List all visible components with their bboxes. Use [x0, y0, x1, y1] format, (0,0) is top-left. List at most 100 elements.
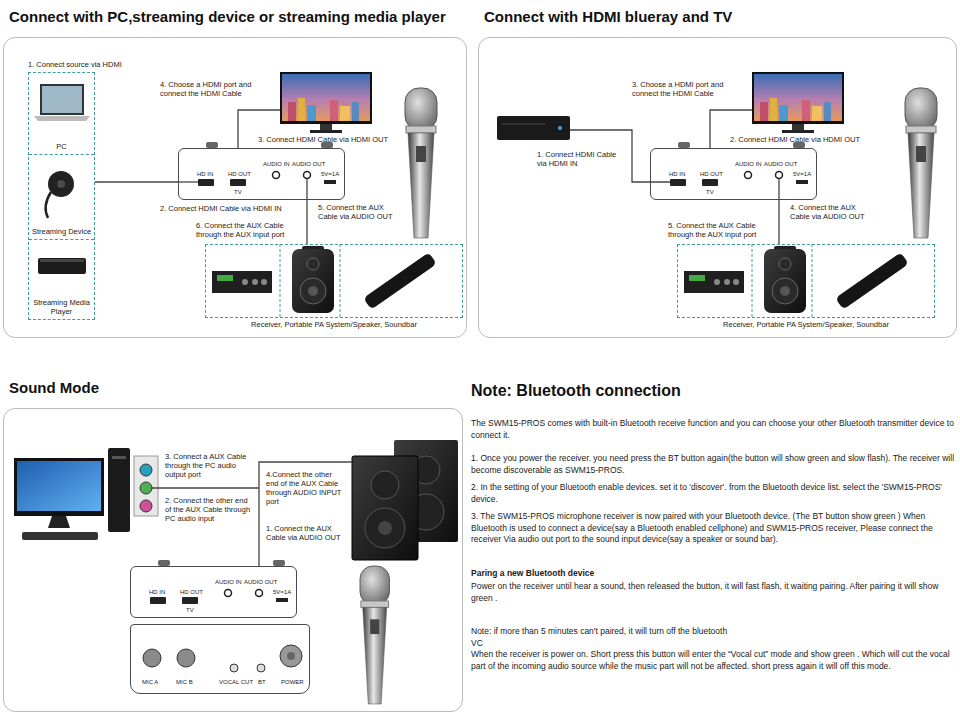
- audio-jacks: [134, 456, 158, 516]
- callout-text: 2. Connect the other end of the AUX Cabl…: [165, 496, 253, 523]
- pc-illustration: [22, 532, 98, 540]
- source-cell: PC: [29, 73, 94, 155]
- receiver-front-controls: [177, 649, 195, 667]
- speaker-illustration: [371, 471, 399, 499]
- output-devices: [212, 244, 437, 318]
- source-devices: [46, 192, 51, 218]
- note-text: Paring a new Bluetooth device: [471, 568, 955, 580]
- panel-heading: Connect with PC,streaming device or stre…: [9, 8, 446, 25]
- receiver-front-controls: [143, 645, 302, 672]
- source-cell: Streaming Device: [29, 155, 94, 240]
- source-group: 1. Connect source via HDMIPCStreaming De…: [28, 72, 95, 320]
- note-text: 1. Once you power the receiver. you need…: [471, 453, 955, 476]
- source-devices: [42, 86, 82, 113]
- output-group: Receiver, Portable PA System/Speaker, So…: [205, 244, 463, 318]
- pc-illustration: [17, 461, 101, 511]
- note-text: Note: if more than 5 minutes can't paire…: [471, 626, 955, 638]
- callout-text: 3. Choose a HDMI port and connect the HD…: [632, 80, 742, 98]
- note-column: The SWM15-PROS comes with built-in Bluet…: [471, 408, 955, 672]
- port-label: AUDIO IN: [735, 161, 762, 168]
- output-group: Receiver, Portable PA System/Speaker, So…: [677, 244, 935, 318]
- cable-connector: [778, 200, 779, 244]
- receiver-front-controls: [287, 652, 295, 660]
- port-label: BT: [258, 679, 266, 686]
- aux-wire: [778, 179, 779, 201]
- receiver-box: HD INHD OUTTVAUDIO INAUDIO OUT5V=1A: [130, 566, 297, 618]
- speaker-illustration: [352, 456, 418, 560]
- callout-text: 5. Connect the AUX Cable through the AUX…: [668, 221, 772, 239]
- callout-text: 2. Connect HDMI Cable via HDMI OUT: [730, 135, 860, 144]
- port-label: 5V=1A: [321, 171, 339, 178]
- node-label: 1. Connect source via HDMI: [28, 60, 122, 69]
- node-label: Receiver, Portable PA System/Speaker, So…: [678, 320, 934, 329]
- note-text: VC: [471, 638, 955, 650]
- node-label: Streaming Media Player: [29, 298, 94, 316]
- port-label: POWER: [281, 679, 304, 686]
- source-devices: [38, 258, 86, 274]
- callout-text: 1. Connect HDMI Cable via HDMI IN: [537, 150, 623, 168]
- receiver-box: HD IN HD OUT TV AUDIO INAUDIO OUT 5V=1A: [650, 148, 817, 200]
- bluray-player: [497, 116, 570, 140]
- receiver-front: MIC A MIC B VOCAL CUT BT POWER: [130, 624, 310, 694]
- panel-heading: Connect with HDMI blueray and TV: [484, 8, 732, 25]
- port-label: MIC B: [176, 679, 193, 686]
- port-label: 5V=1A: [273, 589, 291, 596]
- tv-illustration: [752, 72, 844, 133]
- port-label: HD OUT: [180, 589, 203, 596]
- port-label: AUDIO IN: [215, 579, 242, 586]
- pc-illustration: [14, 458, 104, 516]
- bluray-player: [502, 124, 545, 125]
- output-devices: [684, 244, 909, 318]
- port-label: TV: [234, 189, 242, 196]
- bluray-player: [497, 116, 570, 140]
- port-label: TV: [706, 189, 714, 196]
- port-label: MIC A: [142, 679, 158, 686]
- speaker-illustration: [352, 440, 458, 560]
- pc-illustration: [112, 456, 126, 459]
- callout-text: 4. Connect the AUX Cable via AUDIO OUT: [790, 203, 872, 221]
- node-label: PC: [29, 142, 94, 151]
- bluray-player: [558, 126, 562, 130]
- cable-connector: [306, 200, 307, 244]
- audio-jacks: [134, 456, 158, 516]
- port-label: HD OUT: [228, 171, 251, 178]
- port-label: AUDIO IN: [263, 161, 290, 168]
- note-text: 3. The SWM15-PROS microphone receiver is…: [471, 511, 955, 546]
- note-text: 2. In the setting of your Bluetooth enab…: [471, 482, 955, 505]
- port-label: HD IN: [669, 171, 685, 178]
- source-devices: [48, 171, 74, 197]
- port-label: 5V=1A: [793, 171, 811, 178]
- callout-text: 4.Connect the other end of the AUX Cable…: [266, 470, 346, 506]
- microphone-illustration: [360, 566, 389, 704]
- receiver-front-controls: [280, 645, 302, 667]
- source-devices: [40, 259, 84, 262]
- panel-heading: Sound Mode: [9, 379, 99, 396]
- port-label: AUDIO OUT: [764, 161, 797, 168]
- receiver-front-controls: [257, 664, 265, 672]
- source-devices: [34, 84, 90, 274]
- tv-illustration: [280, 72, 372, 133]
- audio-jacks: [140, 482, 152, 494]
- aux-wire: [306, 179, 307, 201]
- source-devices: [34, 116, 90, 121]
- pc-illustration: [48, 516, 70, 528]
- receiver-box: HD INHD OUTTVAUDIO INAUDIO OUT5V=1A: [178, 148, 345, 200]
- port-label: HD IN: [197, 171, 213, 178]
- hdmi-wire: [178, 181, 198, 182]
- audio-jacks: [140, 464, 152, 476]
- port-label: AUDIO OUT: [244, 579, 277, 586]
- port-label: TV: [186, 607, 194, 614]
- receiver-front-controls: [143, 649, 161, 667]
- callout-text: 5. Connect the AUX Cable via AUDIO OUT: [318, 203, 400, 221]
- callout-text: 3. Connect a AUX Cable through the PC au…: [165, 452, 253, 479]
- aux-wire: [152, 487, 259, 488]
- source-devices: [57, 180, 65, 188]
- callout-text: 6. Connect the AUX Cable through the AUX…: [196, 221, 300, 239]
- port-label: HD OUT: [700, 171, 723, 178]
- callout-text: 1. Connect the AUX Cable via AUDIO OUT: [266, 524, 346, 542]
- audio-jacks: [140, 500, 152, 512]
- port-label: VOCAL CUT: [219, 679, 253, 686]
